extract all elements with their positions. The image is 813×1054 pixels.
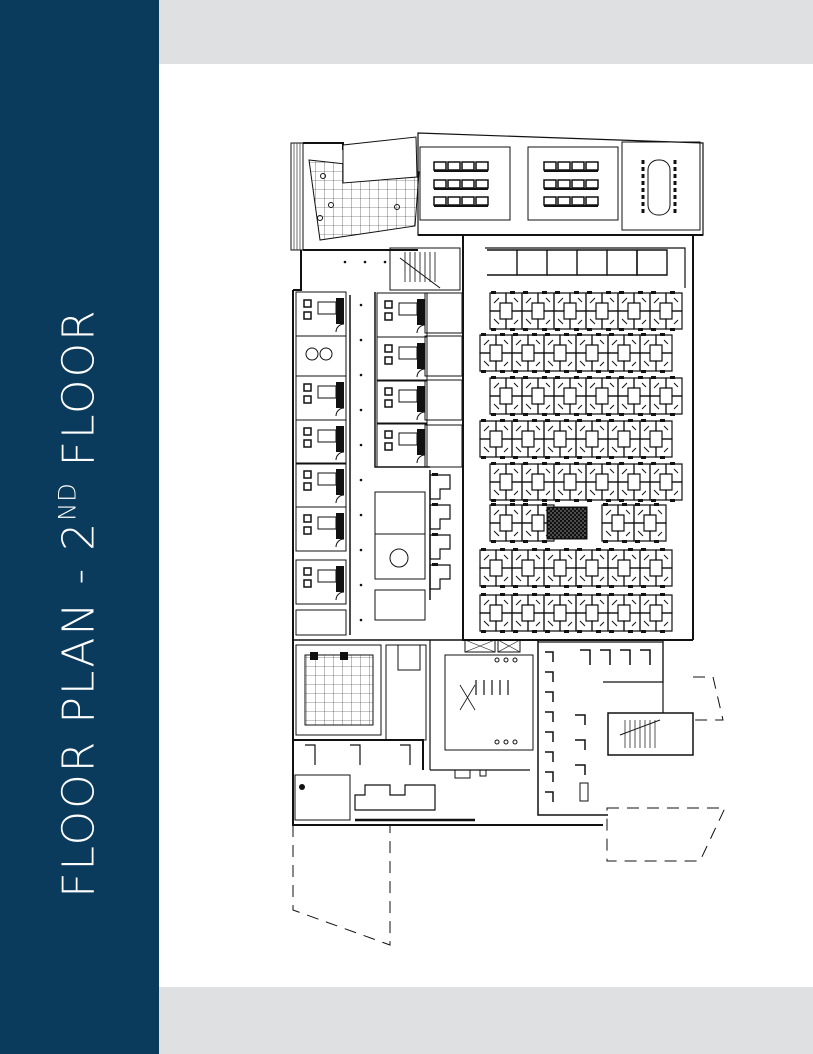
restrooms <box>429 639 534 771</box>
roof-terrace <box>290 136 420 251</box>
title-container: FLOOR PLAN - 2ND FLOOR <box>0 0 159 1054</box>
floor-plan-drawing <box>280 125 730 955</box>
reception <box>293 739 487 822</box>
open-workstations <box>480 247 686 633</box>
east-offices <box>537 640 664 816</box>
building-outline <box>292 235 694 826</box>
stair-north <box>389 247 461 291</box>
bottom-band <box>159 987 813 1054</box>
training-rooms <box>417 132 704 236</box>
private-offices-center <box>374 292 463 621</box>
stair-east <box>607 640 694 756</box>
title-superscript: ND <box>53 482 82 521</box>
conference-room <box>293 639 463 741</box>
corridor-dots <box>343 260 387 622</box>
page-title: FLOOR PLAN - 2ND FLOOR <box>54 308 105 898</box>
private-offices-west <box>295 291 351 636</box>
title-tail: FLOOR <box>53 308 105 483</box>
title-main: FLOOR PLAN - 2 <box>53 520 105 898</box>
dashed-outlines <box>292 676 726 946</box>
sidebar-panel <box>0 0 159 1054</box>
top-band <box>159 0 813 64</box>
